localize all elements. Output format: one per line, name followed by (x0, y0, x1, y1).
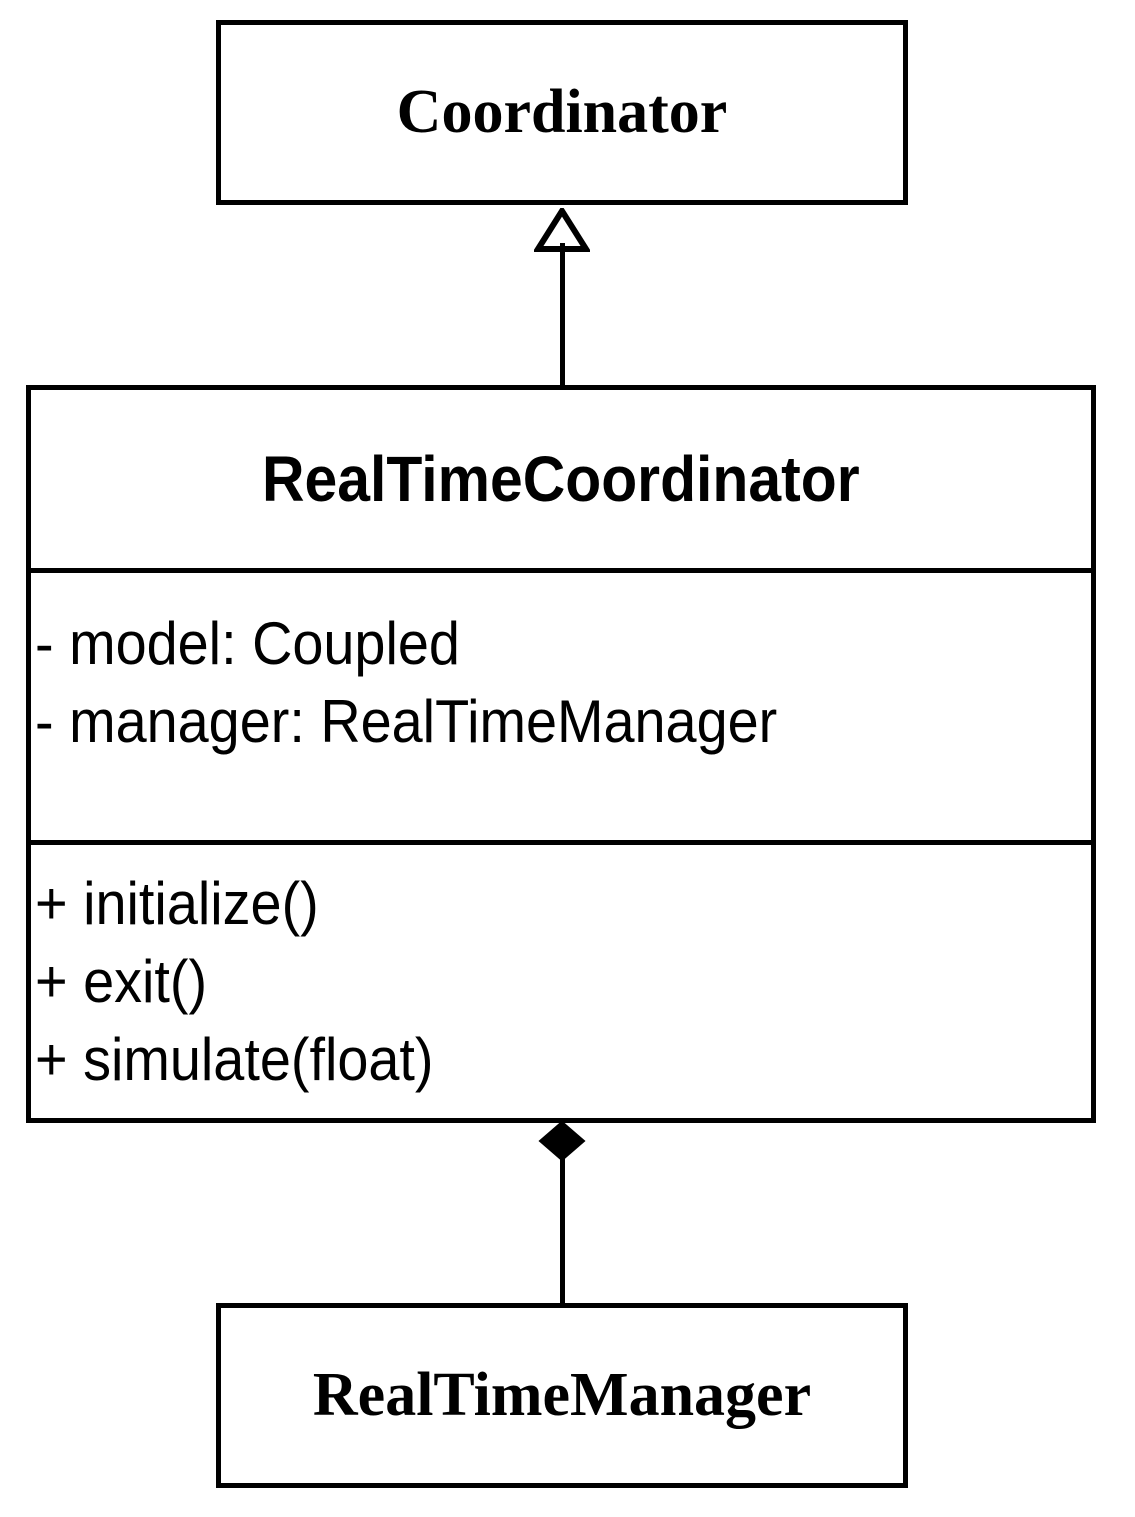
operation-item: + initialize() (35, 870, 319, 937)
operation-item: + simulate(float) (35, 1026, 434, 1093)
class-box-coordinator[interactable]: Coordinator (216, 20, 908, 205)
class-box-realtimemanager[interactable]: RealTimeManager (216, 1303, 908, 1488)
generalization-connector-line (560, 243, 565, 388)
operation-item: + exit() (35, 948, 208, 1015)
class-name-realtimemanager: RealTimeManager (312, 1360, 812, 1429)
attributes-compartment: - model: Coupled - manager: RealTimeMana… (31, 573, 1091, 845)
class-name-compartment: RealTimeCoordinator (31, 390, 1091, 573)
class-box-realtimecoordinator[interactable]: RealTimeCoordinator - model: Coupled - m… (26, 385, 1096, 1123)
class-name-coordinator: Coordinator (396, 77, 728, 146)
attribute-item: - model: Coupled (35, 610, 460, 677)
operations-compartment: + initialize() + exit() + simulate(float… (31, 845, 1091, 1118)
class-name-realtimecoordinator: RealTimeCoordinator (262, 443, 860, 515)
attribute-item: - manager: RealTimeManager (35, 688, 778, 755)
composition-connector-line (560, 1152, 565, 1306)
